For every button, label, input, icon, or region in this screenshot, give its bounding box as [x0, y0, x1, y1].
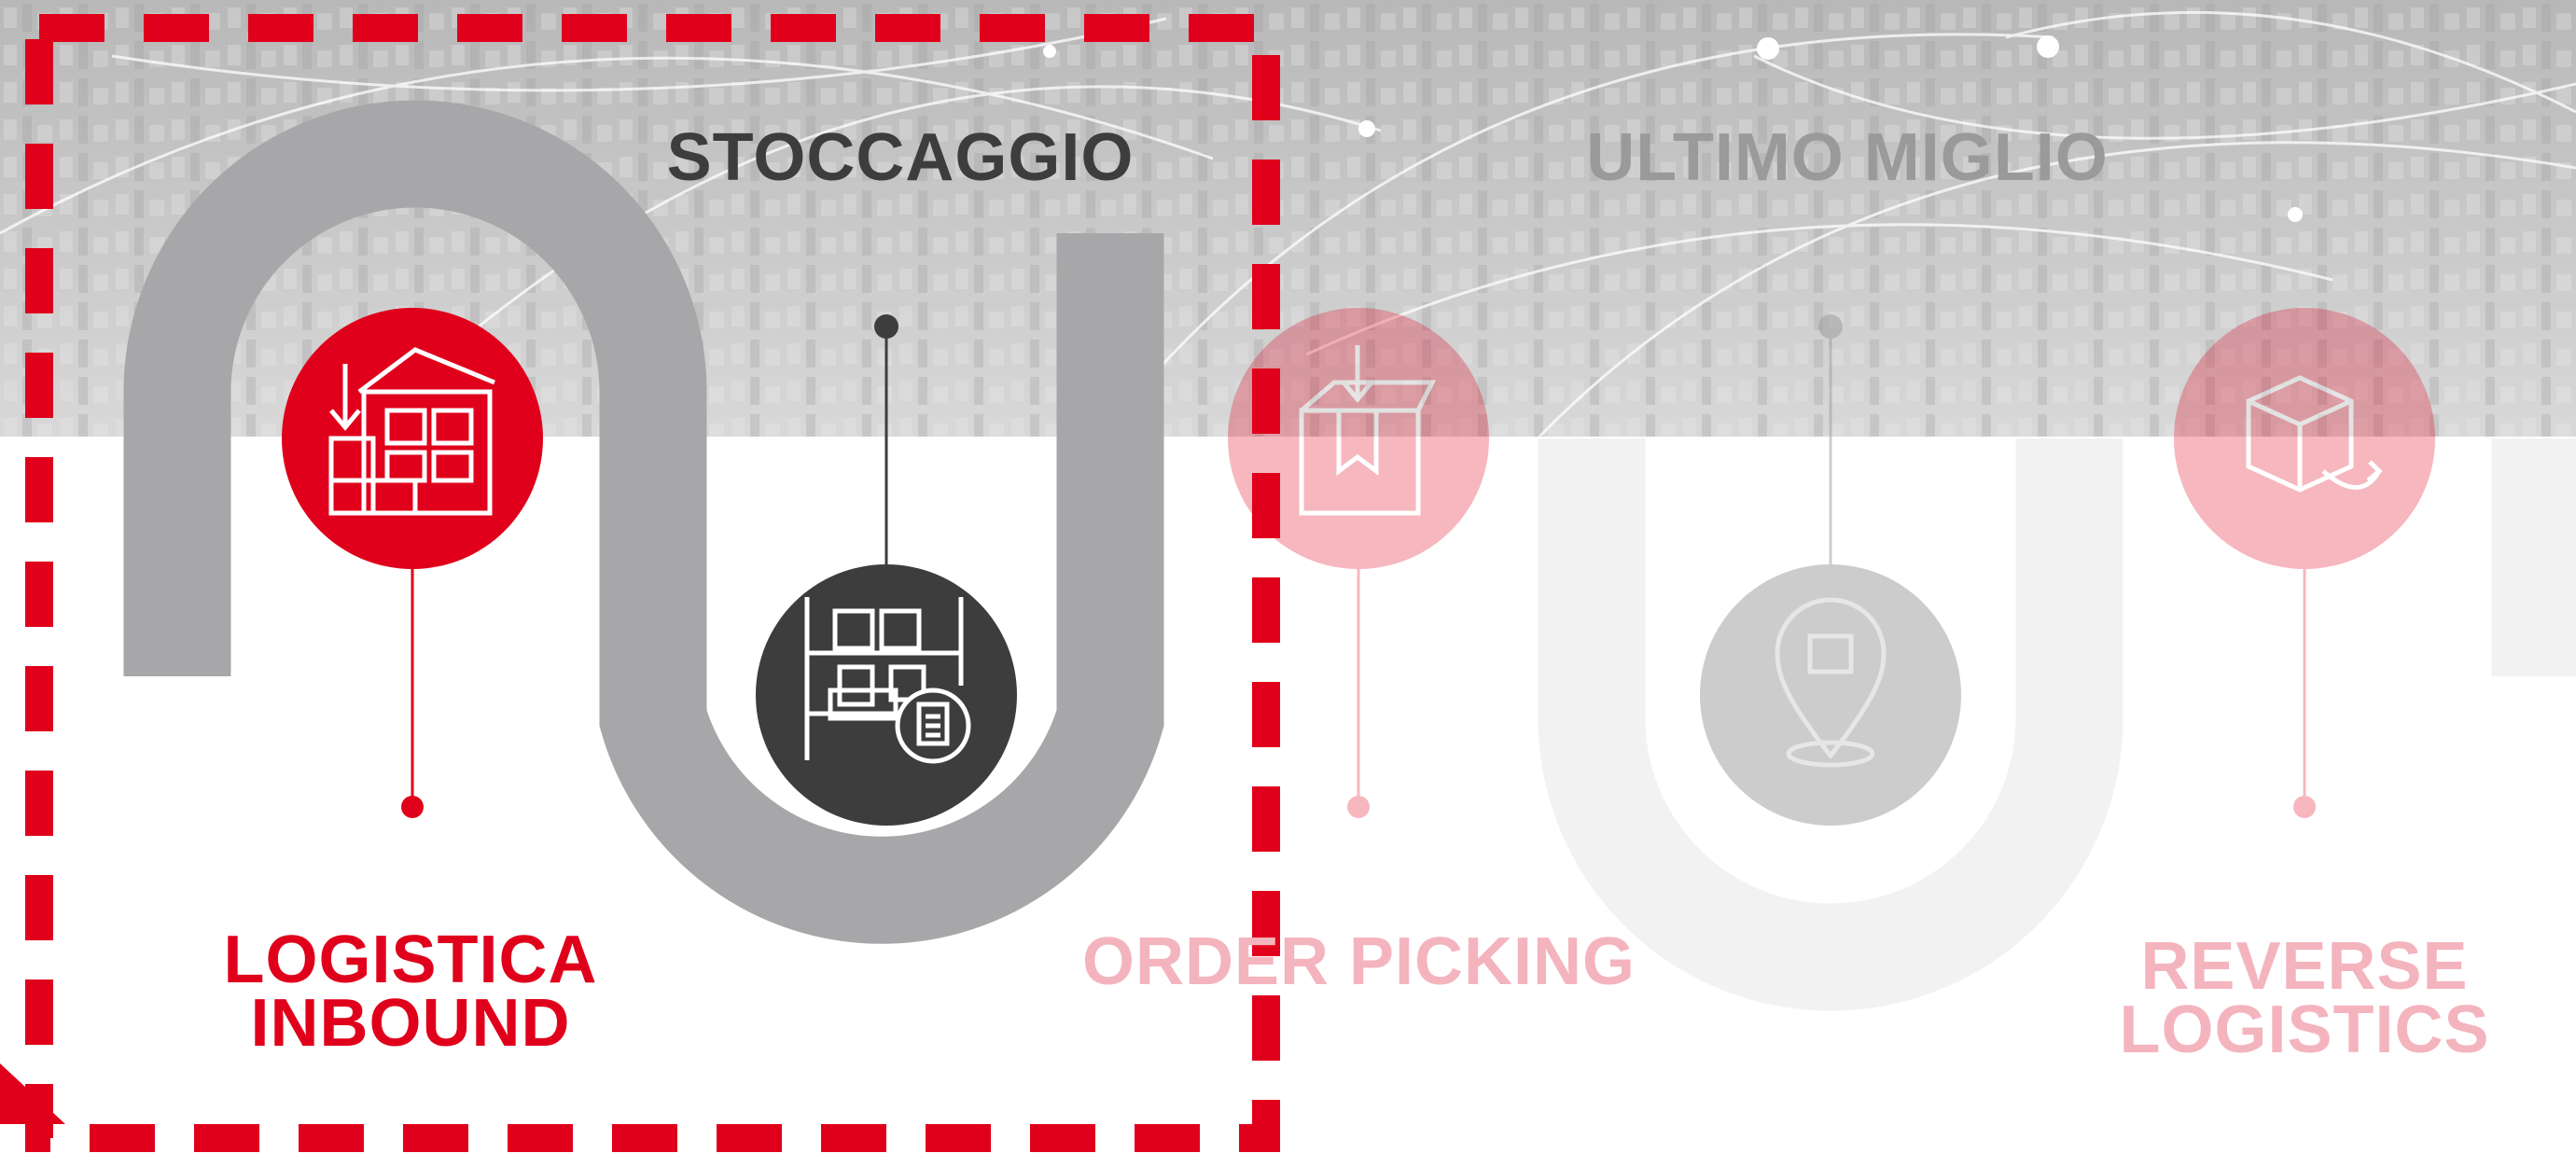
step-label-line: ULTIMO MIGLIO: [1567, 119, 2127, 196]
step-label-reverse-logistics: REVERSE LOGISTICS: [2081, 935, 2528, 1062]
step-reverse-logistics: [2174, 308, 2435, 818]
step-label-line: LOGISTICS: [2081, 998, 2528, 1062]
step-label-stoccaggio: STOCCAGGIO: [606, 119, 1194, 196]
step-logistica-inbound: [282, 308, 543, 818]
step-label-order-picking: ORDER PICKING: [1082, 924, 1633, 1000]
step-label-line: STOCCAGGIO: [606, 119, 1194, 196]
step-label-line: LOGISTICA: [159, 928, 662, 992]
step-label-logistica-inbound: LOGISTICA INBOUND: [159, 928, 662, 1055]
step-label-ultimo-miglio: ULTIMO MIGLIO: [1567, 119, 2127, 196]
step-label-line: ORDER PICKING: [1082, 924, 1633, 1000]
step-label-line: REVERSE: [2081, 935, 2528, 998]
step-label-line: INBOUND: [159, 992, 662, 1055]
